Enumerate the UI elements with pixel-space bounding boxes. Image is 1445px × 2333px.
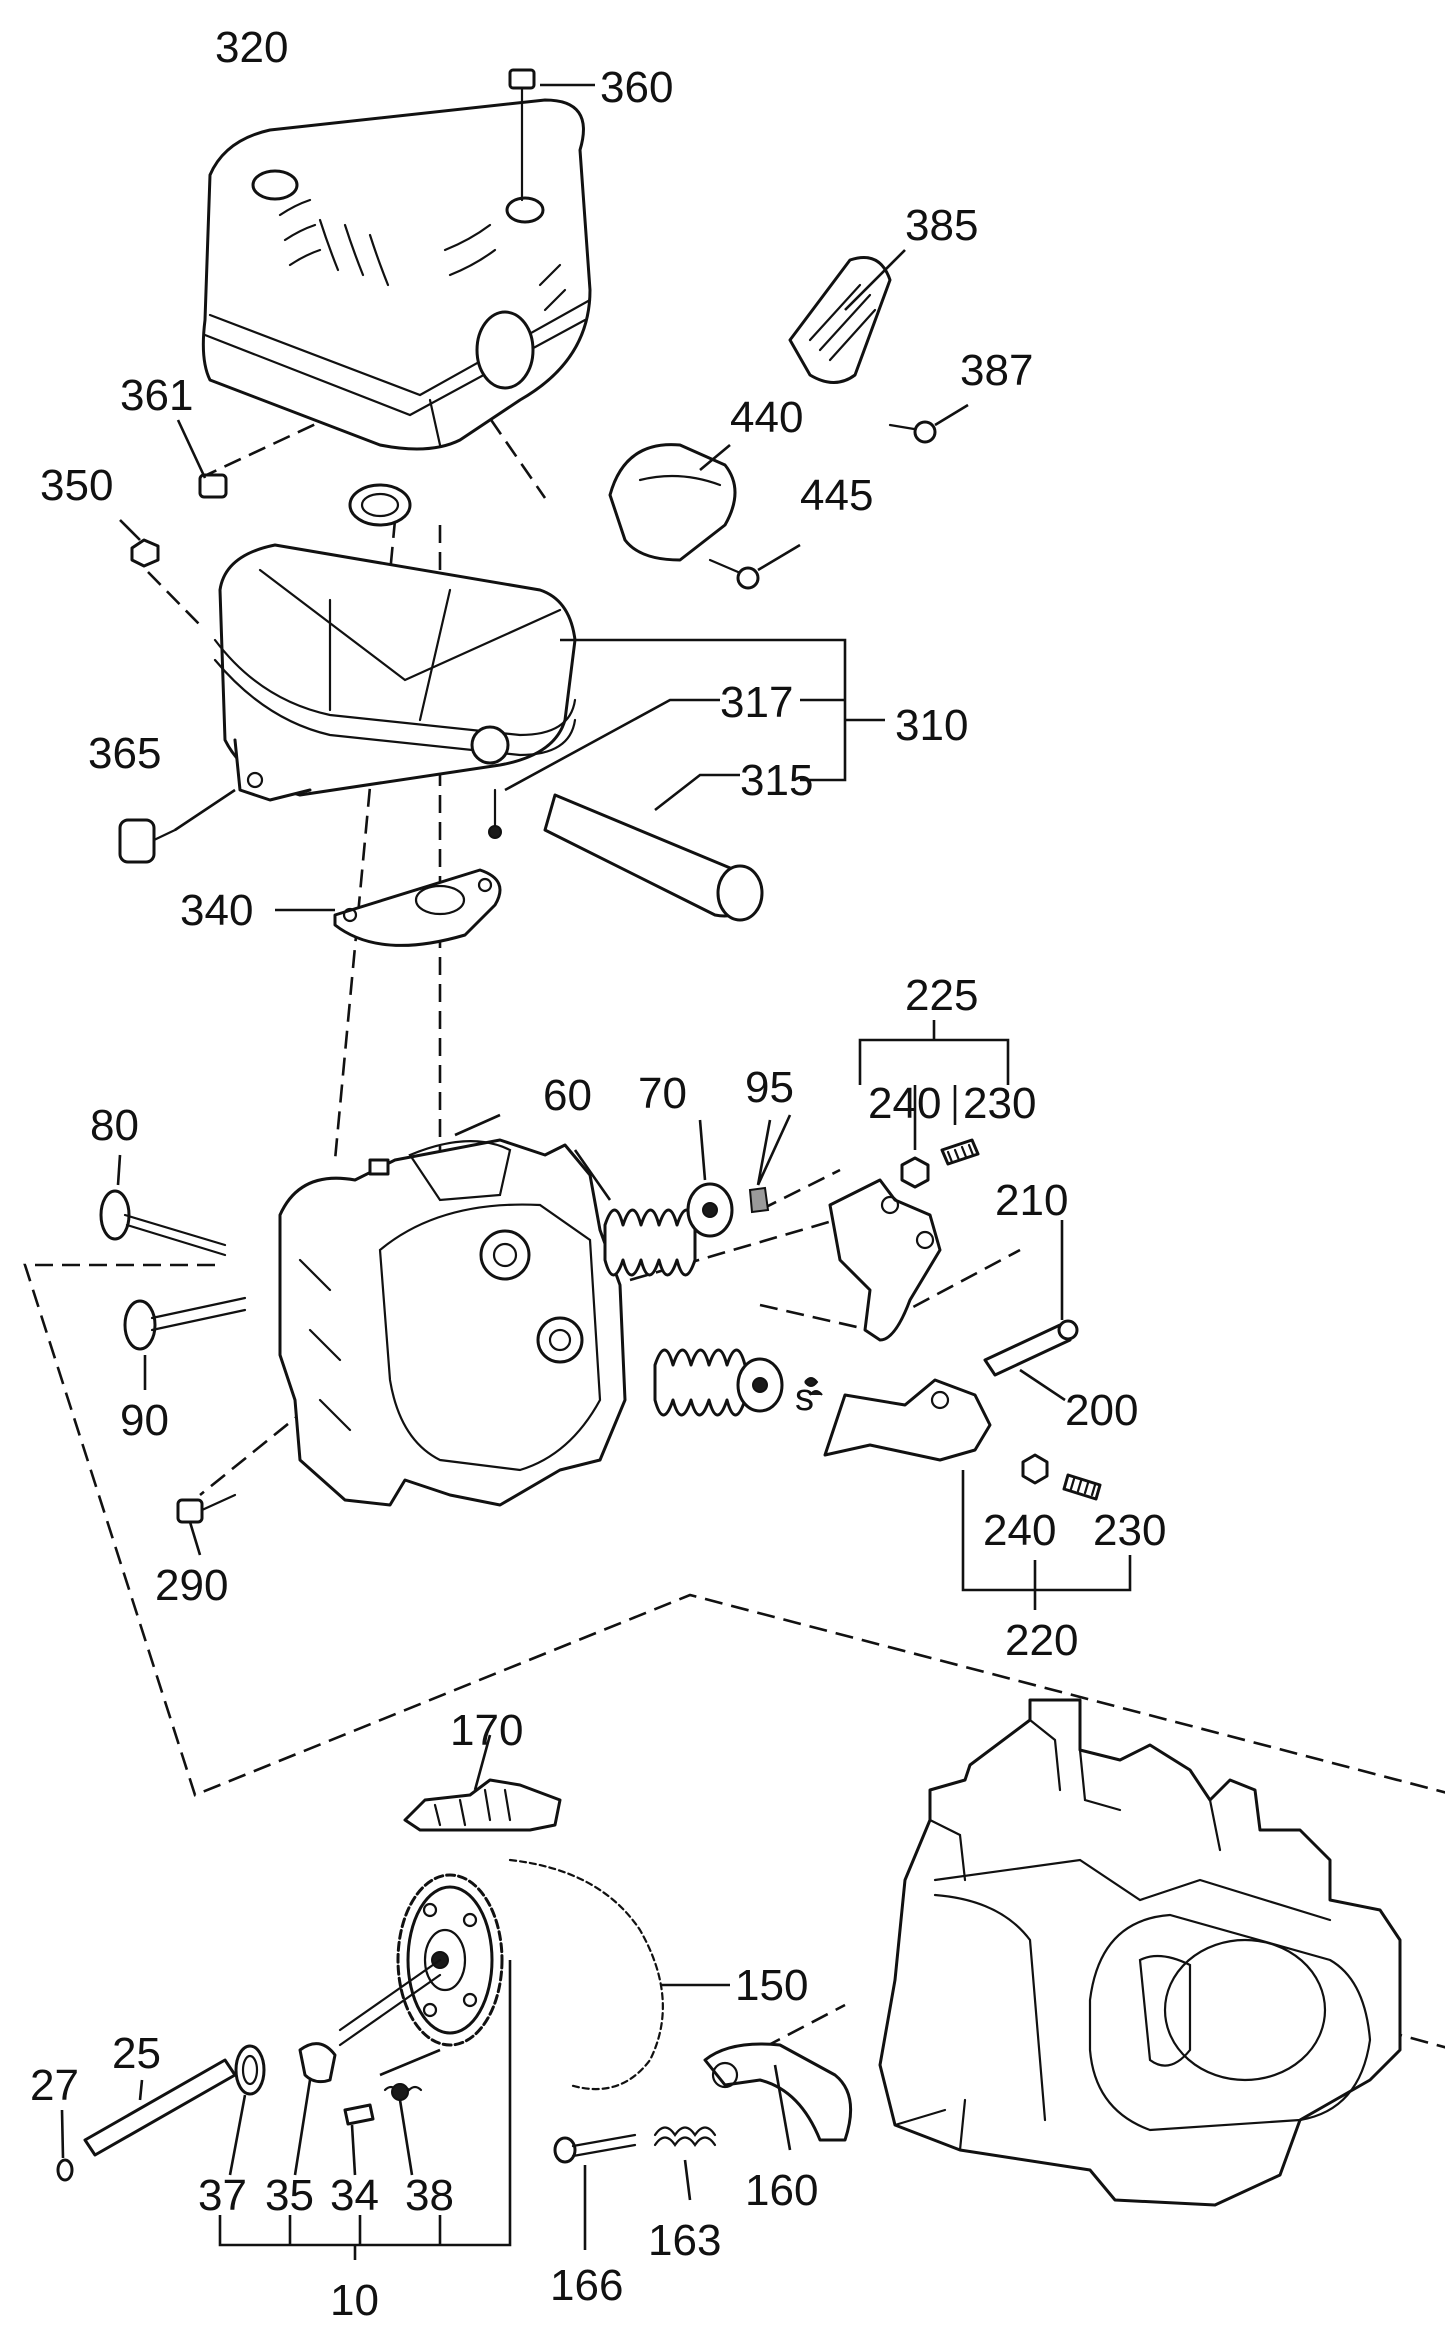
label-387: 387 (960, 346, 1033, 395)
crankcase (878, 1698, 1402, 2207)
label-10: 10 (330, 2276, 379, 2325)
part-35-decompressor (293, 2042, 337, 2176)
label-60: 60 (543, 1071, 592, 1120)
part-34-pin (343, 2103, 375, 2176)
part-445-screw (708, 543, 801, 590)
part-163-spring (653, 2126, 717, 2201)
part-315-breather-tube (543, 773, 764, 922)
label-95: 95 (745, 1063, 794, 1112)
part-290-bolt (176, 1493, 237, 1556)
label-38: 38 (405, 2171, 454, 2220)
label-166: 166 (550, 2261, 623, 2310)
label-163: 163 (648, 2216, 721, 2265)
part-25-shaft (83, 2058, 237, 2157)
part-80-valve (99, 1154, 227, 1257)
part-210-pivot-pin (983, 1220, 1079, 1377)
label-385: 385 (905, 201, 978, 250)
part-95-keeper (748, 1114, 823, 1396)
label-80: 80 (90, 1101, 139, 1150)
label-37: 37 (198, 2171, 247, 2220)
part-166-bolt (553, 2133, 637, 2250)
label-220: 220 (1005, 1616, 1078, 1665)
part-number-labels: 320 360 385 387 361 440 445 350 317 310 … (30, 23, 1166, 2325)
label-25: 25 (112, 2029, 161, 2078)
label-365: 365 (88, 729, 161, 778)
part-320-air-cleaner-cover (201, 98, 592, 451)
part-387-screw (888, 403, 969, 444)
part-440-deflector (608, 443, 737, 562)
label-361: 361 (120, 371, 193, 420)
label-27: 27 (30, 2061, 79, 2110)
part-150-timing-chain (508, 1858, 730, 2091)
label-170: 170 (450, 1706, 523, 1755)
part-317-grommet (488, 698, 720, 839)
bracket-310 (560, 638, 885, 782)
part-200-lead (1019, 1368, 1066, 1402)
label-230-lower: 230 (1093, 1506, 1166, 1555)
label-317: 317 (720, 678, 793, 727)
part-170-chain-guide (403, 1734, 562, 1832)
label-210: 210 (995, 1176, 1068, 1225)
part-90-valve (123, 1296, 247, 1390)
label-340: 340 (180, 886, 253, 935)
label-160: 160 (745, 2166, 818, 2215)
part-350-nut (119, 519, 201, 626)
label-200: 200 (1065, 1386, 1138, 1435)
part-70-retainer (686, 1119, 784, 1413)
label-445: 445 (800, 471, 873, 520)
label-310: 310 (895, 701, 968, 750)
label-225: 225 (905, 971, 978, 1020)
part-220-rocker-arm-lower (823, 1378, 1102, 1501)
label-320: 320 (215, 23, 288, 72)
label-34: 34 (330, 2171, 379, 2220)
bracket-220 (961, 1470, 1132, 1610)
part-160-chain-tensioner (703, 2042, 853, 2151)
callout-s: s (795, 1377, 814, 1419)
part-361-bolt (176, 419, 228, 499)
part-60-valve-spring (573, 1149, 747, 1417)
label-440: 440 (730, 393, 803, 442)
part-340-gasket (275, 868, 502, 947)
cylinder-head (278, 1113, 627, 1507)
part-225-rocker-arm-upper (828, 1138, 980, 1342)
label-35: 35 (265, 2171, 314, 2220)
part-38-spring (379, 2048, 441, 2176)
part-360-bolt (508, 68, 595, 202)
label-360: 360 (600, 63, 673, 112)
part-10-camshaft-sprocket (338, 1873, 504, 2047)
part-37-circlip (228, 2044, 266, 2176)
part-310-air-cleaner-base (213, 483, 577, 802)
label-70: 70 (638, 1069, 687, 1118)
label-230-upper: 230 (963, 1079, 1036, 1128)
part-385-screen (788, 249, 906, 384)
bracket-225 (858, 1020, 1010, 1150)
part-365-bolt (118, 788, 236, 864)
label-240-upper: 240 (868, 1079, 941, 1128)
label-150: 150 (735, 1961, 808, 2010)
label-290: 290 (155, 1561, 228, 1610)
bracket-10 (218, 1960, 512, 2260)
label-350: 350 (40, 461, 113, 510)
label-90: 90 (120, 1396, 169, 1445)
label-240-lower: 240 (983, 1506, 1056, 1555)
label-315: 315 (740, 756, 813, 805)
part-27-plug (56, 2109, 74, 2182)
